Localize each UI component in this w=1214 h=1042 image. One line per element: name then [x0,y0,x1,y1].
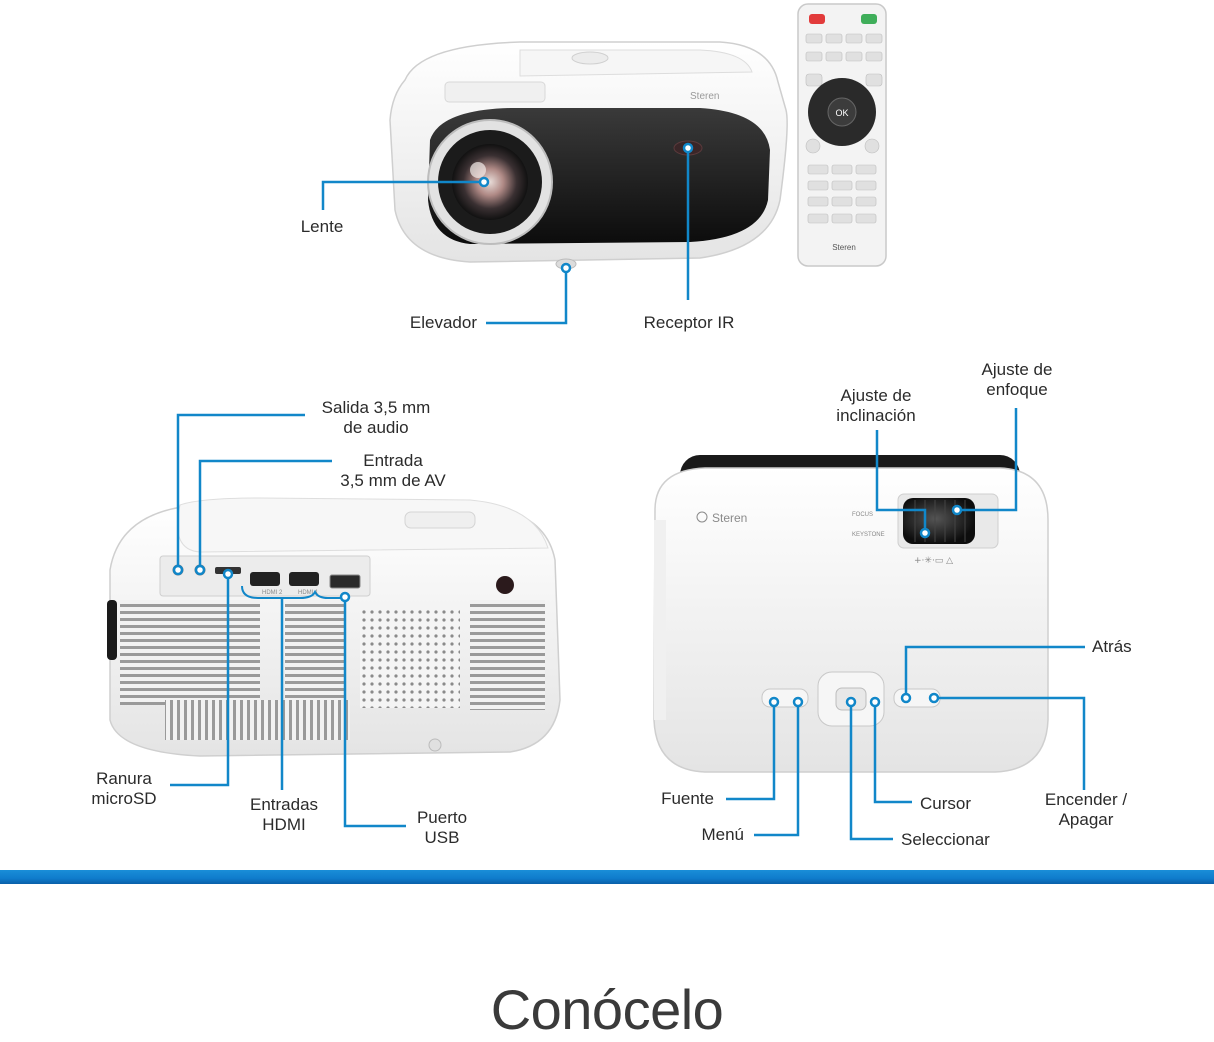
illustrations: Steren OK Steren [107,3,1086,841]
label-cursor: Cursor [920,794,972,813]
remote-logo-text: Steren [832,243,856,252]
label-ajuste-enfoque: Ajuste de enfoque [981,360,1053,399]
page-title: Conócelo [490,978,724,1041]
projector-front: Steren [389,41,788,270]
label-salida-audio: Salida 3,5 mm de audio [321,398,431,437]
label-entradas-hdmi: Entradas HDMI [249,795,319,834]
label-fuente: Fuente [661,789,714,808]
hdmi-1-port-text: HDMI 1 [298,590,319,596]
svg-text:+·✳·▭ △: +·✳·▭ △ [914,556,953,566]
callout-lines [170,148,1086,841]
top-logo-text: Steren [712,511,747,525]
label-lente: Lente [300,217,344,236]
label-menu: Menú [701,825,744,844]
label-seleccionar: Seleccionar [901,830,990,849]
divider-band [0,870,1214,884]
callout-dots [172,142,963,708]
front-logo-text: Steren [690,91,719,102]
keystone-label-text: KEYSTONE [852,532,885,538]
label-receptor-ir: Receptor IR [643,313,735,332]
focus-label-text: FOCUS [852,512,873,518]
label-encender-apagar: Encender / Apagar [1044,790,1128,829]
remote-ok-text: OK [835,108,848,118]
label-entrada-av: Entrada 3,5 mm de AV [340,451,446,490]
remote-control: OK Steren [797,3,887,267]
label-elevador: Elevador [409,313,477,332]
hdmi-2-port-text: HDMI 2 [262,590,283,596]
projector-back: HDMI 2 HDMI 1 [107,497,561,757]
label-ajuste-inclinacion: Ajuste de inclinación [836,386,916,425]
label-atras: Atrás [1092,637,1132,656]
label-ranura-microsd: Ranura microSD [91,769,157,808]
label-puerto-usb: Puerto USB [416,808,468,847]
